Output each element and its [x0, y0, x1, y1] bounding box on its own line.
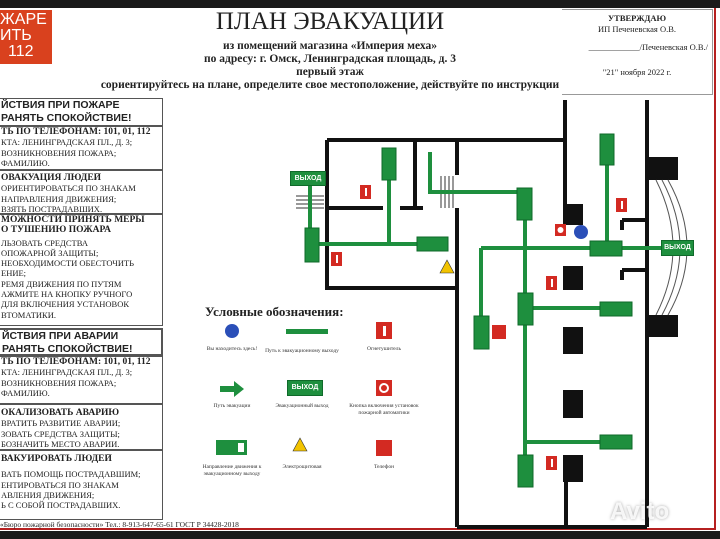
- page-title: ПЛАН ЭВАКУАЦИИ: [215, 8, 445, 35]
- footer: «Бюро пожарной безопасности» Тел.: 8-913…: [0, 520, 239, 529]
- you-are-here-icon: [574, 225, 588, 239]
- direction-sign-icon: [517, 292, 534, 326]
- accident-call: ВОЗНИКНОВЕНИЯ ПОЖАРА;: [1, 377, 117, 388]
- fire-box-line: ЖАРЕ: [0, 11, 47, 28]
- fire-extinguish: ЕНИЕ;: [1, 268, 27, 279]
- legend-title: Условные обозначения:: [205, 304, 344, 319]
- exit-sign: ВЫХОД: [661, 240, 694, 256]
- fire-extinguish: РЕМЯ ДВИЖЕНИЯ ПО ПУТЯМ: [1, 278, 122, 289]
- accident-evac: Ь С СОБОЙ ПОСТРАДАВШИХ.: [1, 500, 121, 511]
- legend-label: Телефон: [373, 464, 395, 470]
- fire-evac: ОРИЕНТИРОВАТЬСЯ ПО ЗНАКАМ: [1, 183, 136, 194]
- fire-box-line: ИТЬ: [0, 27, 32, 44]
- direction-sign-icon: [381, 147, 397, 181]
- legend-exit-sign: ВЫХОД: [287, 380, 323, 396]
- electrical-panel-icon: [292, 437, 308, 452]
- fire-heading: ЙСТВИЯ ПРИ ПОЖАРЕ: [1, 99, 120, 111]
- fire-extinguish: ОПОЖАРНОЙ ЗАЩИТЫ;: [1, 247, 99, 258]
- fire-extinguish: ВТОМАТИКИ.: [1, 309, 56, 320]
- instructions-panel: ЙСТВИЯ ПРИ ПОЖАРЕ РАНЯТЬ СПОКОЙСТВИЕ! ТЬ…: [0, 98, 165, 528]
- accident-evac: АВЛЕНИЯ ДВИЖЕНИЯ;: [1, 489, 95, 500]
- instruction-line: сориентируйтесь на плане, определите сво…: [100, 79, 560, 91]
- accident-localize: ОКАЛИЗОВАТЬ АВАРИЮ: [1, 408, 120, 418]
- phone-icon: [376, 440, 392, 456]
- legend-icons: [216, 322, 392, 456]
- direction-sign-icon: [416, 236, 449, 252]
- fire-extinguish: НЕОБХОДИМОСТИ ОБЕСТОЧИТЬ: [1, 258, 135, 269]
- legend-label: Электрощитовая: [282, 464, 322, 470]
- fire-evac: ОВАКУАЦИЯ ЛЮДЕЙ: [1, 173, 102, 183]
- fire-extinguish: ДЛЯ ВКЛЮЧЕНИЯ УСТАНОВОК: [1, 299, 130, 310]
- approval-block: УТВЕРЖДАЮ ИП Печеневская О.В. __________…: [562, 9, 713, 95]
- accident-localize: ВРАТИТЬ РАЗВИТИЕ АВАРИИ;: [1, 418, 121, 429]
- legend-label: Кнопка включения установок пожарной авто…: [349, 403, 419, 416]
- phone-icon: [492, 325, 506, 339]
- legend-label: Путь эвакуации: [213, 403, 251, 409]
- fire-heading: РАНЯТЬ СПОКОЙСТВИЕ!: [1, 112, 132, 124]
- top-border: [0, 0, 720, 8]
- direction-sign-icon: [517, 454, 534, 488]
- fire-evac: ВЗЯТЬ ПОСТРАДАВШИХ.: [1, 203, 103, 214]
- accident-localize: БОЗНАЧИТЬ МЕСТО АВАРИИ.: [1, 438, 120, 449]
- fire-evac: НАПРАВЛЕНИЯ ДВИЖЕНИЯ;: [1, 193, 117, 204]
- direction-sign-icon: [516, 187, 533, 221]
- legend-label: Направление движения к эвакуационному вы…: [202, 464, 262, 477]
- accident-evac: ВАТЬ ПОМОЩЬ ПОСТРАДАВШИМ;: [1, 469, 141, 480]
- floor: первый этаж: [296, 66, 364, 78]
- electrical-panel-icon: [439, 259, 455, 274]
- accident-heading: РАНЯТЬ СПОКОЙСТВИЕ!: [2, 343, 133, 355]
- fire-call: КТА: ЛЕНИНГРАДСКАЯ ПЛ., Д. 3;: [1, 137, 133, 148]
- fire-call: ТЬ ПО ТЕЛЕФОНАМ: 101, 01, 112: [1, 127, 151, 137]
- approval-signature: ____________/Печеневская О.В./: [588, 42, 708, 52]
- accident-call: ФАМИЛИЮ.: [1, 387, 50, 398]
- frame-line: [714, 8, 716, 530]
- fire-extinguish: МОЖНОСТИ ПРИНЯТЬ МЕРЫ: [1, 215, 145, 225]
- accident-call: КТА: ЛЕНИНГРАДСКАЯ ПЛ., Д. 3;: [1, 367, 133, 378]
- fire-call: ВОЗНИКНОВЕНИЯ ПОЖАРА;: [1, 147, 117, 158]
- direction-sign-icon: [599, 301, 633, 317]
- approval-title: УТВЕРЖДАЮ: [607, 13, 667, 23]
- watermark: Avito: [610, 498, 670, 525]
- legend-label: Вы находитесь здесь!: [206, 346, 258, 352]
- legend-label: Путь к эвакуационному выходу: [265, 348, 339, 354]
- fire-phone-box: ЖАРЕ ИТЬ 112: [0, 10, 52, 64]
- direction-sign-icon: [599, 434, 633, 450]
- accident-localize: ЗОВАТЬ СРЕДСТВА ЗАЩИТЫ;: [1, 428, 120, 439]
- fire-extinguish: О ТУШЕНИЮ ПОЖАРА: [1, 225, 111, 236]
- fire-extinguish: АЖМИТЕ НА КНОПКУ РУЧНОГО: [1, 289, 133, 300]
- bottom-border: [0, 531, 720, 539]
- direction-sign-icon: [589, 240, 623, 257]
- approval-person: ИП Печеневская О.В.: [597, 24, 677, 34]
- exit-sign: ВЫХОД: [290, 171, 326, 186]
- accident-evac: ЕНТИРОВАТЬСЯ ПО ЗНАКАМ: [1, 479, 119, 490]
- columns: [563, 157, 678, 482]
- accident-evac: ВАКУИРОВАТЬ ЛЮДЕЙ: [1, 454, 112, 464]
- direction-sign-icon: [599, 133, 615, 166]
- evacuation-arrow-icon: [220, 381, 244, 397]
- subtitle: из помещений магазина «Империя меха»: [223, 40, 437, 52]
- direction-sign-icon: [473, 315, 490, 350]
- direction-signs: [304, 133, 633, 488]
- fire-alarm-button-icon: [376, 380, 392, 396]
- evacuation-paths: [308, 135, 662, 460]
- address: по адресу: г. Омск, Ленинградская площад…: [204, 53, 456, 65]
- fire-call: ФАМИЛИЮ.: [1, 157, 50, 168]
- path-line-icon: [286, 329, 328, 334]
- direction-sign-icon: [304, 227, 320, 263]
- accident-call: ТЬ ПО ТЕЛЕФОНАМ: 101, 01, 112: [1, 357, 151, 367]
- accident-heading: ЙСТВИЯ ПРИ АВАРИИ: [2, 330, 119, 342]
- fire-extinguish: ЛЬЗОВАТЬ СРЕДСТВА: [1, 237, 88, 248]
- fire-box-line: 112: [8, 43, 34, 60]
- legend-label: Эвакуационный выход: [275, 403, 329, 409]
- legend-label: Огнетушитель: [367, 346, 401, 352]
- frame-line: [0, 528, 716, 530]
- approval-date: "21" ноября 2022 г.: [602, 67, 672, 77]
- you-are-here-icon: [225, 324, 239, 338]
